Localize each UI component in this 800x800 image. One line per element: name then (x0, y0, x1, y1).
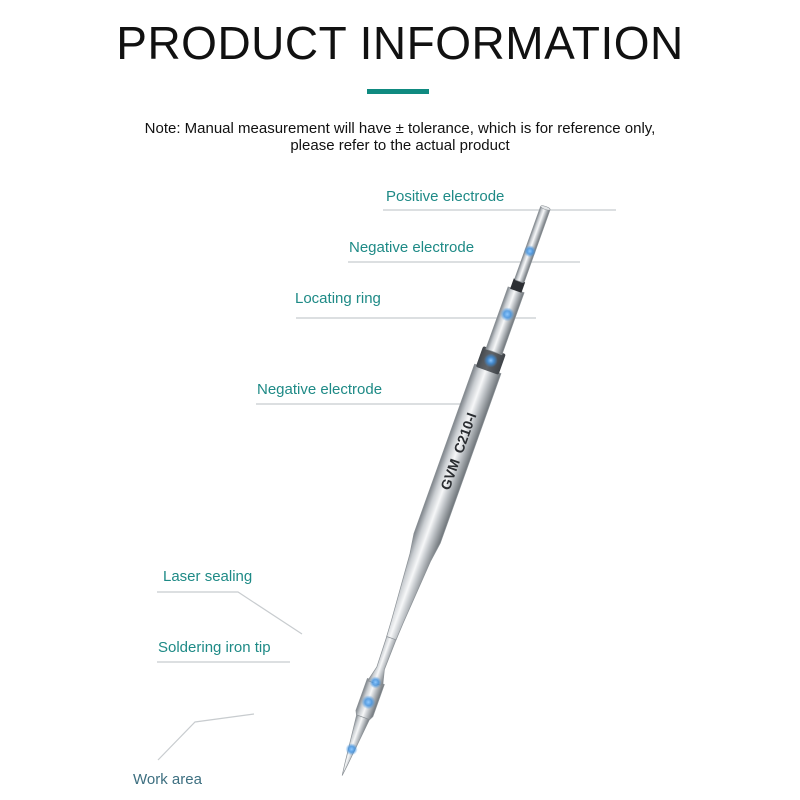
label-negative-electrode-body: Negative electrode (257, 381, 383, 398)
page-title: PRODUCT INFORMATION (116, 17, 684, 69)
body-taper (386, 363, 502, 641)
leader-work-area (157, 713, 255, 761)
leader-lines (157, 209, 616, 761)
label-positive-electrode: Positive electrode (386, 188, 505, 205)
marker-soldering-iron-tip (361, 695, 376, 710)
label-work-area: Work area (133, 771, 202, 788)
marker-laser-sealing (369, 676, 382, 689)
marker-negative-electrode-top (500, 307, 515, 322)
note-line-1: Note: Manual measurement will have ± tol… (144, 120, 656, 137)
marker-positive-electrode (523, 245, 536, 258)
title-underline (367, 89, 429, 94)
soldering-iron-tip-cartridge: GVM C210-I (341, 205, 551, 776)
label-soldering-iron-tip: Soldering iron tip (158, 639, 271, 656)
marker-locating-ring (483, 353, 498, 368)
note-line-2: please refer to the actual product (290, 137, 510, 154)
label-locating-ring: Locating ring (295, 290, 381, 307)
measurement-note: Note: Manual measurement will have ± tol… (0, 120, 800, 154)
leader-laser-sealing (157, 591, 303, 635)
label-laser-sealing: Laser sealing (163, 568, 253, 585)
positive-pin (514, 205, 551, 283)
marker-work-area (345, 743, 358, 756)
label-negative-electrode-top: Negative electrode (349, 239, 475, 256)
